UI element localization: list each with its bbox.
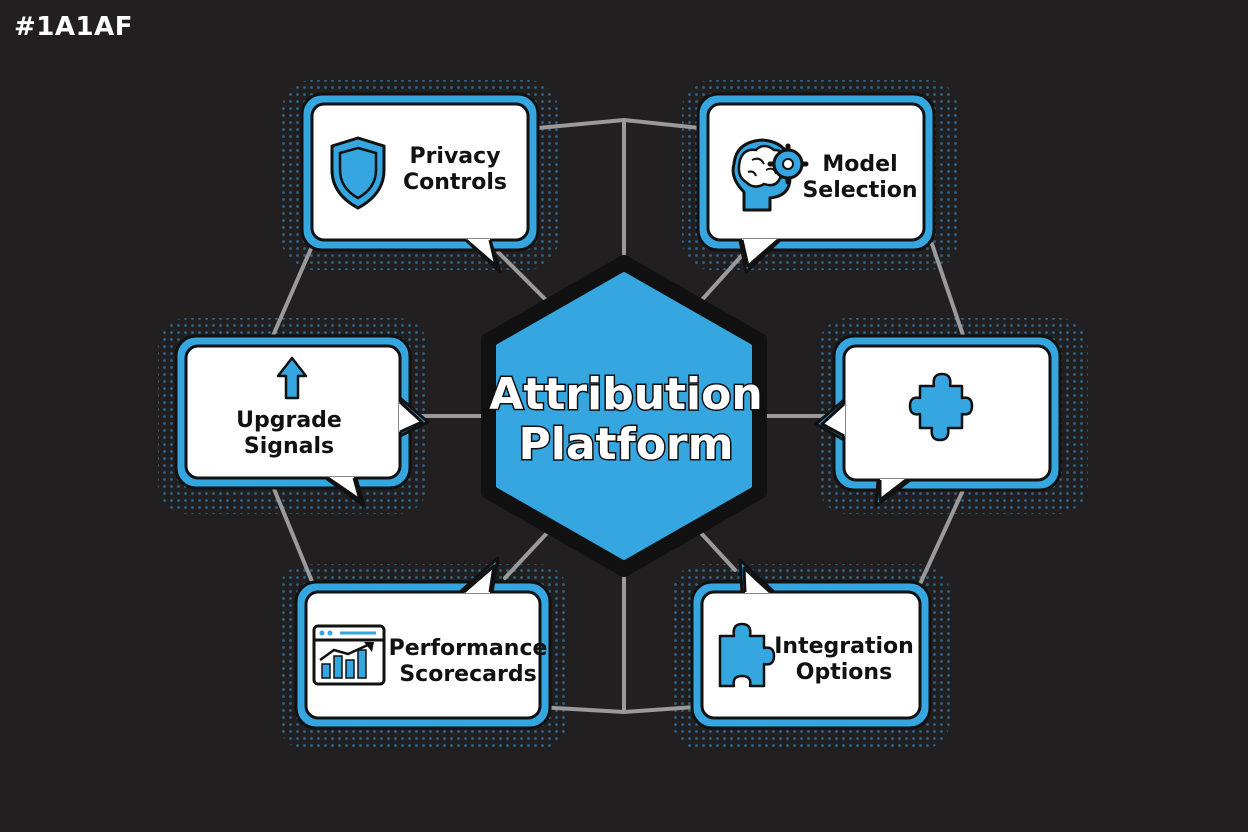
brain-gear-icon bbox=[731, 138, 809, 212]
hub-hexagon bbox=[481, 255, 767, 577]
card-performance-scorecards bbox=[294, 556, 552, 730]
label-upgrade-line1: Upgrade bbox=[236, 408, 342, 433]
card-upgrade-signals bbox=[174, 334, 430, 508]
label-model-line1: Model bbox=[822, 152, 898, 177]
label-performance-scorecards: Performance Scorecards bbox=[388, 636, 548, 688]
hub-title: Attribution Platform bbox=[476, 368, 776, 471]
label-privacy-line2: Controls bbox=[402, 170, 508, 195]
label-upgrade-signals: Upgrade Signals bbox=[226, 408, 352, 460]
label-upgrade-line2: Signals bbox=[243, 434, 335, 459]
label-model-selection: Model Selection bbox=[800, 152, 920, 204]
shield-icon bbox=[330, 136, 386, 210]
label-integration-line1: Integration bbox=[774, 634, 914, 659]
label-integration-line2: Options bbox=[795, 660, 893, 685]
label-privacy-controls: Privacy Controls bbox=[396, 144, 514, 196]
label-integration-options: Integration Options bbox=[774, 634, 914, 686]
label-performance-line2: Scorecards bbox=[399, 662, 537, 687]
label-privacy-line1: Privacy bbox=[409, 144, 501, 169]
chart-dashboard-icon bbox=[312, 624, 386, 686]
arrow-up-icon bbox=[276, 356, 308, 400]
card-privacy-controls bbox=[300, 92, 540, 274]
hub-title-line1: Attribution bbox=[488, 368, 764, 421]
label-model-line2: Selection bbox=[802, 178, 918, 203]
corner-tag: #1A1AF bbox=[14, 12, 133, 42]
puzzle-piece-icon bbox=[908, 372, 974, 442]
hub-title-line2: Platform bbox=[517, 418, 735, 471]
card-integration-options bbox=[690, 558, 932, 730]
connector-lines bbox=[270, 117, 966, 715]
puzzle-piece-icon bbox=[718, 622, 776, 688]
label-performance-line1: Performance bbox=[388, 636, 548, 661]
